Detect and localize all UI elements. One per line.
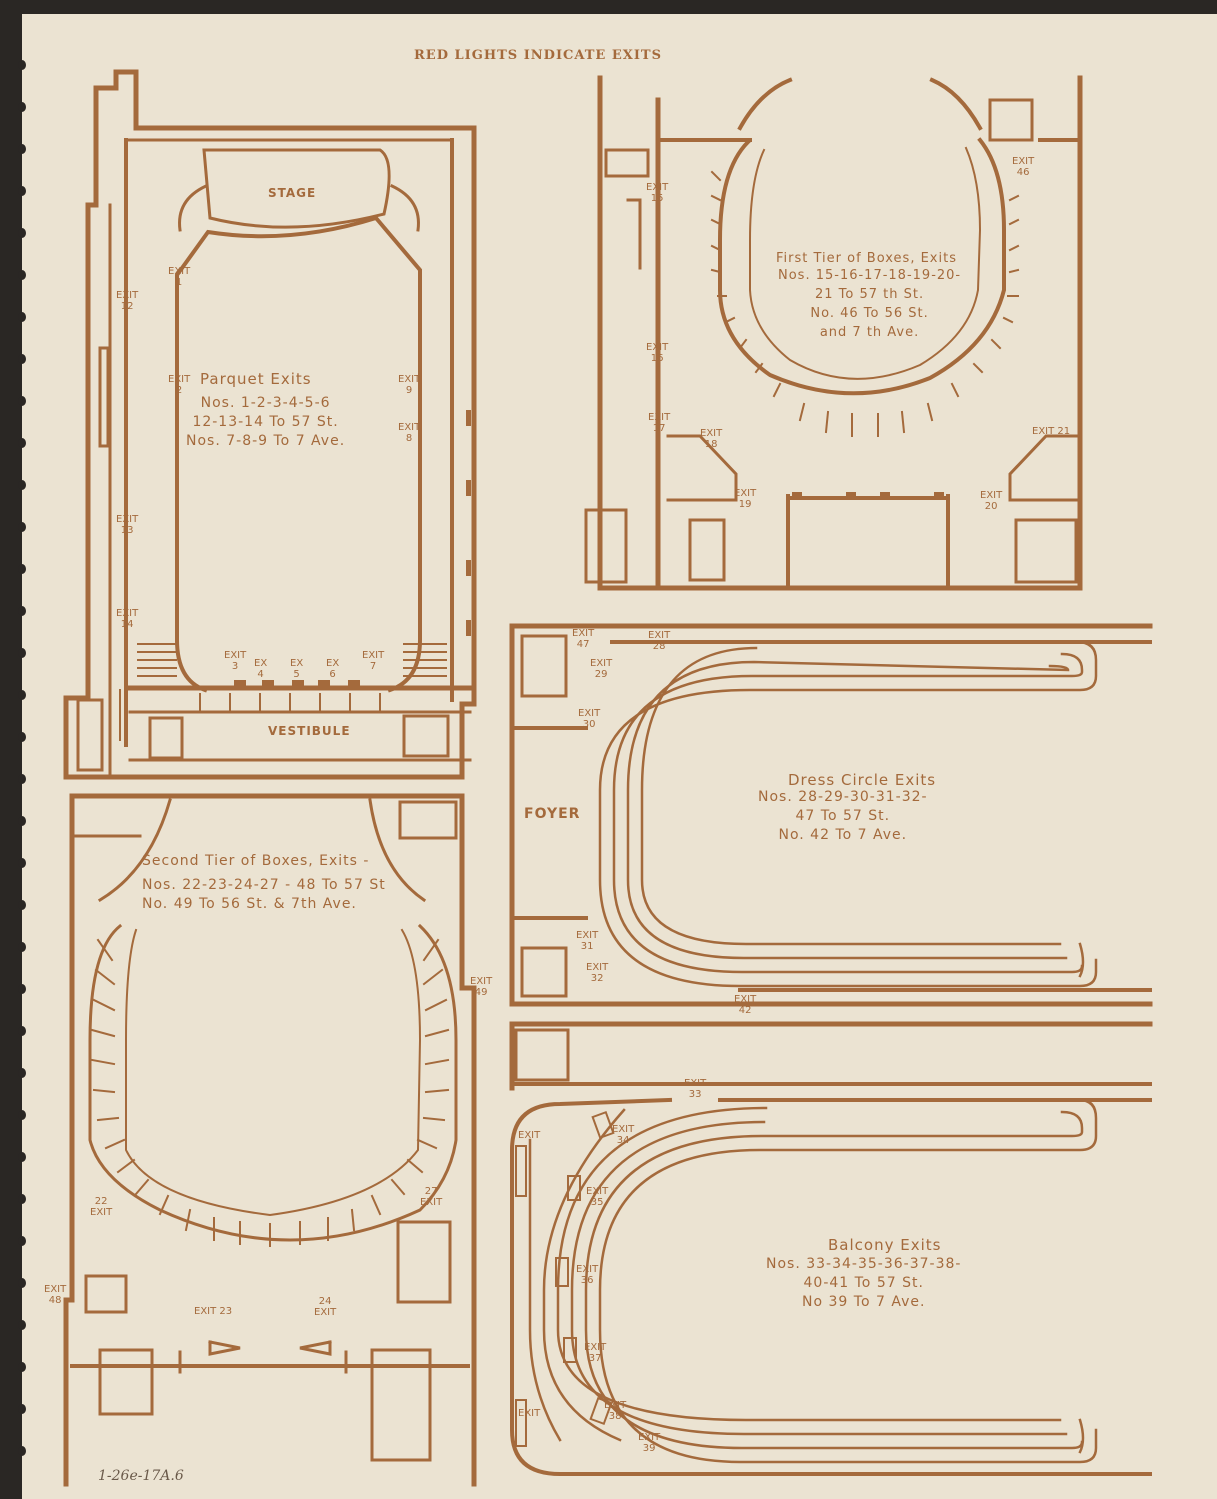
exit-19-label: EXIT 19 bbox=[734, 488, 757, 510]
exit-36-label: EXIT 36 bbox=[576, 1264, 599, 1286]
exit-8-label: EXIT 8 bbox=[398, 422, 421, 444]
exit-3-label: EXIT 3 bbox=[224, 650, 247, 672]
handwritten-catalog-note: 1-26e-17A.6 bbox=[98, 1468, 184, 1484]
exit-30-label: EXIT 30 bbox=[578, 708, 601, 730]
dress-circle-plan bbox=[509, 623, 1153, 1007]
exit-22-label: 22 EXIT bbox=[90, 1196, 113, 1218]
first-tier-plan bbox=[584, 75, 1083, 591]
first-tier-text: Nos. 15-16-17-18-19-20- 21 To 57 th St. … bbox=[778, 268, 962, 340]
foyer-label: FOYER bbox=[524, 806, 581, 822]
exit-4-label: EX 4 bbox=[254, 658, 268, 680]
parquet-title: Parquet Exits bbox=[200, 370, 312, 388]
balcony-plan bbox=[509, 1021, 1153, 1476]
exit-27-label: 27 EXIT bbox=[420, 1186, 443, 1208]
exit-13-label: EXIT 13 bbox=[116, 514, 139, 536]
exit-32-label: EXIT 32 bbox=[586, 962, 609, 984]
exit-42-label: EXIT 42 bbox=[734, 994, 757, 1016]
exit-12-label: EXIT 12 bbox=[116, 290, 139, 312]
second-tier-title: Second Tier of Boxes, Exits - bbox=[142, 853, 370, 869]
exit-6-label: EX 6 bbox=[326, 658, 340, 680]
stage-label: STAGE bbox=[268, 186, 317, 200]
exit-35-label: EXIT 35 bbox=[586, 1186, 609, 1208]
exit-24-label: 24 EXIT bbox=[314, 1296, 337, 1318]
dress-circle-text: Nos. 28-29-30-31-32- 47 To 57 St. No. 42… bbox=[758, 789, 928, 843]
exit-2-label: EXIT 2 bbox=[168, 374, 191, 396]
exit-16-label: EXIT 16 bbox=[646, 342, 669, 364]
exit-28-label: EXIT 28 bbox=[648, 630, 671, 652]
exit-18-label: EXIT 18 bbox=[700, 428, 723, 450]
exit-37-label: EXIT 37 bbox=[584, 1342, 607, 1364]
exit-23-label: EXIT 23 bbox=[194, 1306, 233, 1317]
exit-9-label: EXIT 9 bbox=[398, 374, 421, 396]
vestibule-label: VESTIBULE bbox=[268, 724, 351, 738]
parquet-text: Nos. 1-2-3-4-5-6 12-13-14 To 57 St. Nos.… bbox=[186, 395, 346, 449]
exit-7-label: EXIT 7 bbox=[362, 650, 385, 672]
dress-circle-title: Dress Circle Exits bbox=[788, 771, 937, 789]
header-title: RED LIGHTS INDICATE EXITS bbox=[414, 48, 662, 63]
exit-34-label: EXIT 34 bbox=[612, 1124, 635, 1146]
exit-47-label: EXIT 47 bbox=[572, 628, 595, 650]
exit-29-label: EXIT 29 bbox=[590, 658, 613, 680]
exit-39-label: EXIT 39 bbox=[638, 1432, 661, 1454]
exit-21-label: EXIT 21 bbox=[1032, 426, 1071, 437]
balcony-title: Balcony Exits bbox=[828, 1236, 942, 1254]
second-tier-text: Nos. 22-23-24-27 - 48 To 57 St No. 49 To… bbox=[142, 877, 386, 912]
program-page bbox=[18, 14, 1217, 1499]
exit-48-label: EXIT 48 bbox=[44, 1284, 67, 1306]
exit-5-label: EX 5 bbox=[290, 658, 304, 680]
exit-33-label: EXIT 33 bbox=[684, 1078, 707, 1100]
exit-1-label: EXIT 1 bbox=[168, 266, 191, 288]
exit-14-label: EXIT 14 bbox=[116, 608, 139, 630]
first-tier-title: First Tier of Boxes, Exits bbox=[776, 251, 957, 266]
exit-20-label: EXIT 20 bbox=[980, 490, 1003, 512]
second-tier-plan bbox=[63, 793, 477, 1487]
exit-46-label: EXIT 46 bbox=[1012, 156, 1035, 178]
parquet-plan bbox=[63, 69, 477, 780]
exit-31-label: EXIT 31 bbox=[576, 930, 599, 952]
exit-17-label: EXIT 17 bbox=[648, 412, 671, 434]
exit-38-label: EXIT 38 bbox=[604, 1400, 627, 1422]
exit-balcony-lower-label: EXIT bbox=[518, 1408, 541, 1419]
exit-49-label: EXIT 49 bbox=[470, 976, 493, 998]
balcony-text: Nos. 33-34-35-36-37-38- 40-41 To 57 St. … bbox=[766, 1256, 962, 1310]
exit-balcony-upper-label: EXIT bbox=[518, 1130, 541, 1141]
exit-15-label: EXIT 15 bbox=[646, 182, 669, 204]
